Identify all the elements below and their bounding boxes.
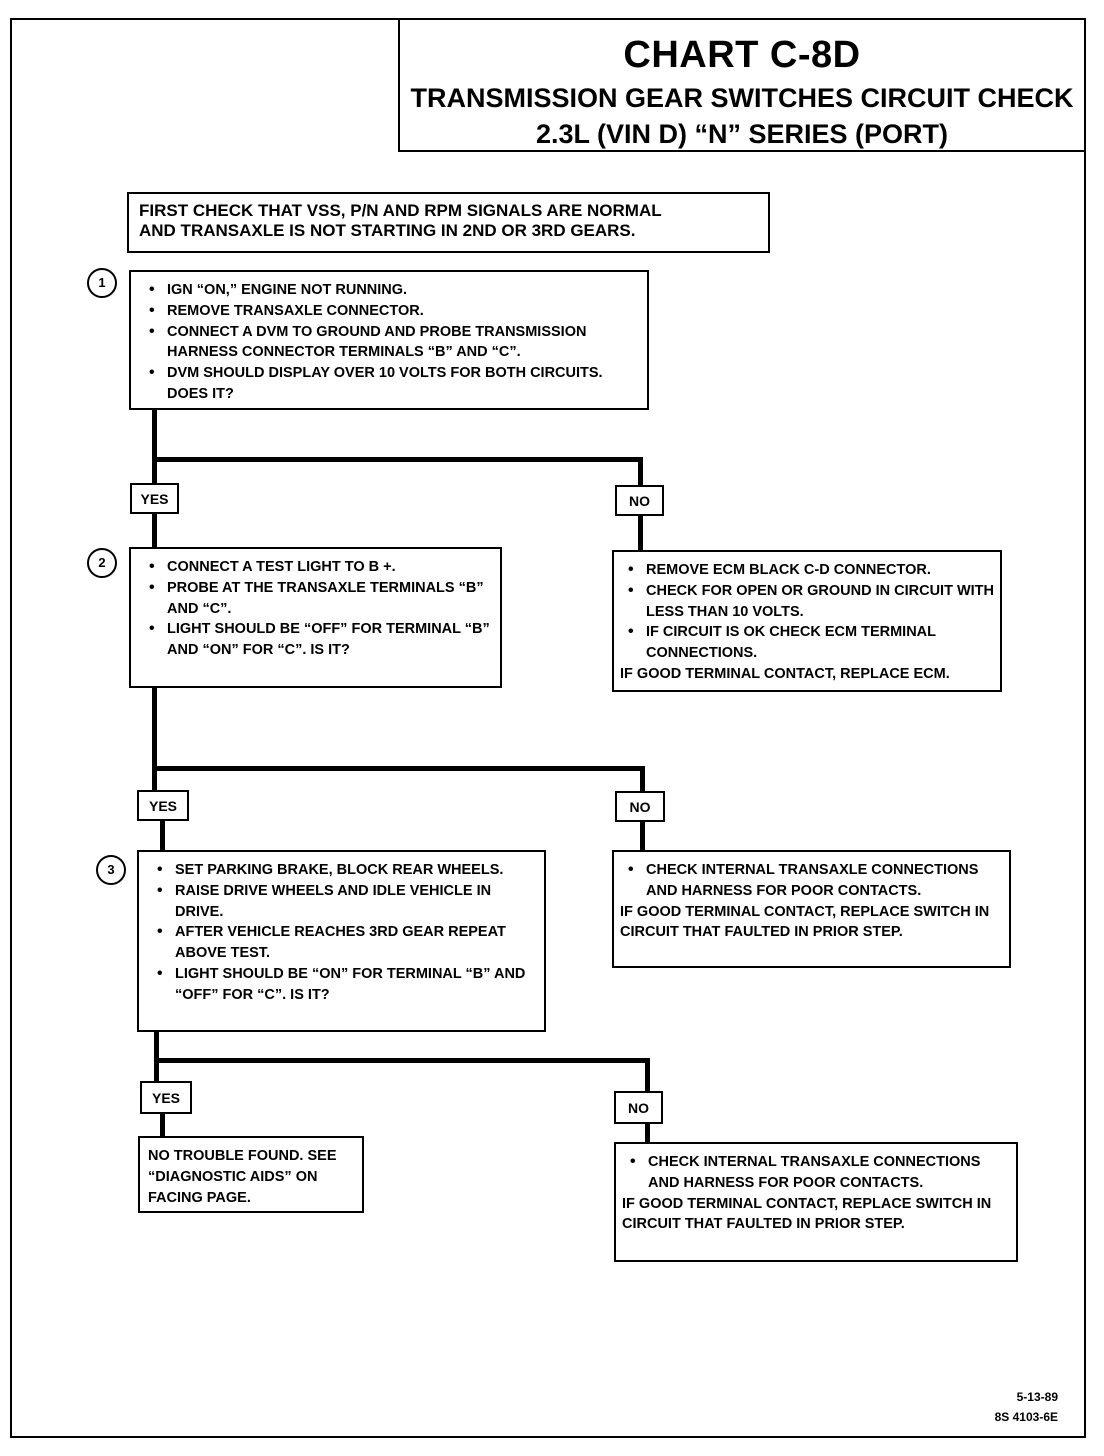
connector-step2-no	[640, 766, 645, 792]
yes-label-3: YES	[140, 1081, 192, 1114]
yes-label-2: YES	[137, 790, 189, 821]
step-3-item: RAISE DRIVE WHEELS AND IDLE VEHICLE IN D…	[149, 881, 534, 923]
step-2-item: CONNECT A TEST LIGHT TO B +.	[141, 557, 490, 578]
step-3-item: AFTER VEHICLE REACHES 3RD GEAR REPEAT AB…	[149, 922, 534, 964]
no-2-item: CHECK INTERNAL TRANSAXLE CONNECTIONS AND…	[620, 860, 1003, 902]
first-check-line2: AND TRANSAXLE IS NOT STARTING IN 2ND OR …	[139, 221, 636, 240]
no-1-item: REMOVE ECM BLACK C-D CONNECTOR.	[620, 560, 994, 581]
connector-step3-down	[154, 1030, 159, 1082]
connector-step2-down	[152, 686, 157, 791]
no-1-note: IF GOOD TERMINAL CONTACT, REPLACE ECM.	[620, 665, 950, 682]
first-check-box: FIRST CHECK THAT VSS, P/N AND RPM SIGNAL…	[127, 192, 770, 253]
step-2-item: LIGHT SHOULD BE “OFF” FOR TERMINAL “B” A…	[141, 619, 490, 661]
step-number-2: 2	[87, 548, 117, 578]
chart-subtitle-line1: TRANSMISSION GEAR SWITCHES CIRCUIT CHECK	[410, 83, 1074, 113]
connector-step1-split	[152, 457, 643, 462]
step-1-item: CONNECT A DVM TO GROUND AND PROBE TRANSM…	[141, 322, 637, 364]
footer-code: 8S 4103-6E	[994, 1410, 1058, 1424]
no-1-outcome-box: REMOVE ECM BLACK C-D CONNECTOR. CHECK FO…	[612, 550, 1002, 692]
connector-yes1-step2	[152, 512, 157, 549]
step-1-item: REMOVE TRANSAXLE CONNECTOR.	[141, 301, 637, 322]
step-2-box: CONNECT A TEST LIGHT TO B +. PROBE AT TH…	[129, 547, 502, 688]
step-2-item: PROBE AT THE TRANSAXLE TERMINALS “B” AND…	[141, 578, 490, 620]
yes-3-outcome-box: NO TROUBLE FOUND. SEE “DIAGNOSTIC AIDS” …	[138, 1136, 364, 1213]
step-number-1: 1	[87, 268, 117, 298]
connector-no3-outcome	[645, 1122, 650, 1144]
connector-step1-no	[638, 457, 643, 485]
connector-step1-down	[152, 408, 157, 484]
chart-subtitle-line2: 2.3L (VIN D) “N” SERIES (PORT)	[535, 119, 949, 149]
connector-no2-outcome	[640, 820, 645, 852]
connector-no1-outcome	[638, 514, 643, 552]
step-3-item: LIGHT SHOULD BE “ON” FOR TERMINAL “B” AN…	[149, 964, 534, 1006]
no-3-note: IF GOOD TERMINAL CONTACT, REPLACE SWITCH…	[622, 1195, 992, 1233]
step-3-item: SET PARKING BRAKE, BLOCK REAR WHEELS.	[149, 860, 534, 881]
no-1-item: CHECK FOR OPEN OR GROUND IN CIRCUIT WITH…	[620, 581, 994, 623]
yes-label-1: YES	[130, 483, 179, 514]
no-label-3: NO	[614, 1091, 663, 1124]
connector-step3-no	[645, 1058, 650, 1092]
no-2-note: IF GOOD TERMINAL CONTACT, REPLACE SWITCH…	[620, 903, 990, 941]
chart-title: CHART C-8D	[623, 34, 861, 76]
no-label-1: NO	[615, 485, 664, 516]
connector-step3-split	[154, 1058, 650, 1063]
step-1-item: DVM SHOULD DISPLAY OVER 10 VOLTS FOR BOT…	[141, 363, 637, 405]
no-label-2: NO	[615, 791, 665, 822]
step-1-box: IGN “ON,” ENGINE NOT RUNNING. REMOVE TRA…	[129, 270, 649, 410]
yes-3-text: NO TROUBLE FOUND. SEE “DIAGNOSTIC AIDS” …	[148, 1148, 337, 1206]
no-3-item: CHECK INTERNAL TRANSAXLE CONNECTIONS AND…	[622, 1152, 1010, 1194]
title-block: CHART C-8D TRANSMISSION GEAR SWITCHES CI…	[398, 18, 1086, 152]
footer-date: 5-13-89	[1016, 1390, 1058, 1404]
no-1-item: IF CIRCUIT IS OK CHECK ECM TERMINAL CONN…	[620, 622, 994, 664]
step-1-item: IGN “ON,” ENGINE NOT RUNNING.	[141, 280, 637, 301]
no-2-outcome-box: CHECK INTERNAL TRANSAXLE CONNECTIONS AND…	[612, 850, 1011, 968]
connector-yes3-outcome	[160, 1112, 165, 1138]
step-3-box: SET PARKING BRAKE, BLOCK REAR WHEELS. RA…	[137, 850, 546, 1032]
no-3-outcome-box: CHECK INTERNAL TRANSAXLE CONNECTIONS AND…	[614, 1142, 1018, 1262]
first-check-line1: FIRST CHECK THAT VSS, P/N AND RPM SIGNAL…	[139, 201, 662, 220]
connector-yes2-step3	[160, 818, 165, 852]
step-number-3: 3	[96, 855, 126, 885]
connector-step2-split	[152, 766, 645, 771]
